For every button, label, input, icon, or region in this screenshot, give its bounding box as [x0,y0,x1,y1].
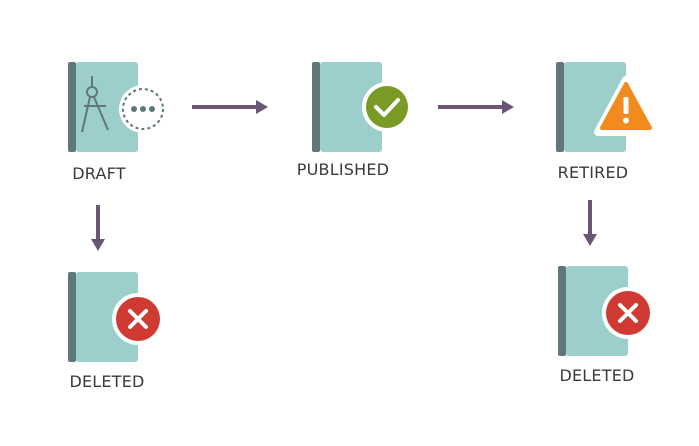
book-icon [68,272,164,362]
node-label-deleted-left: DELETED [69,372,145,391]
arrow-published-to-retired [438,100,514,114]
book-icon [68,62,167,152]
book-icon [312,62,412,152]
node-label-deleted-right: DELETED [559,366,635,385]
node-deleted-right: DELETED [532,266,662,396]
book-icon [556,62,658,152]
warning-icon [594,76,658,136]
node-label-published: PUBLISHED [296,160,390,179]
close-icon [602,287,654,339]
compass-icon [81,76,109,133]
node-deleted-left: DELETED [42,272,172,402]
node-label-retired: RETIRED [557,163,629,182]
node-retired: RETIRED [528,62,658,192]
check-icon [362,82,412,132]
node-label-draft: DRAFT [72,164,126,183]
book-icon [558,266,654,356]
arrow-draft-to-deleted [91,205,105,251]
close-icon [112,293,164,345]
arrow-retired-to-deleted [583,200,597,246]
arrow-draft-to-published [192,100,268,114]
node-draft: DRAFT [34,62,167,192]
ellipsis-icon [119,85,167,133]
node-published: PUBLISHED [278,62,412,192]
